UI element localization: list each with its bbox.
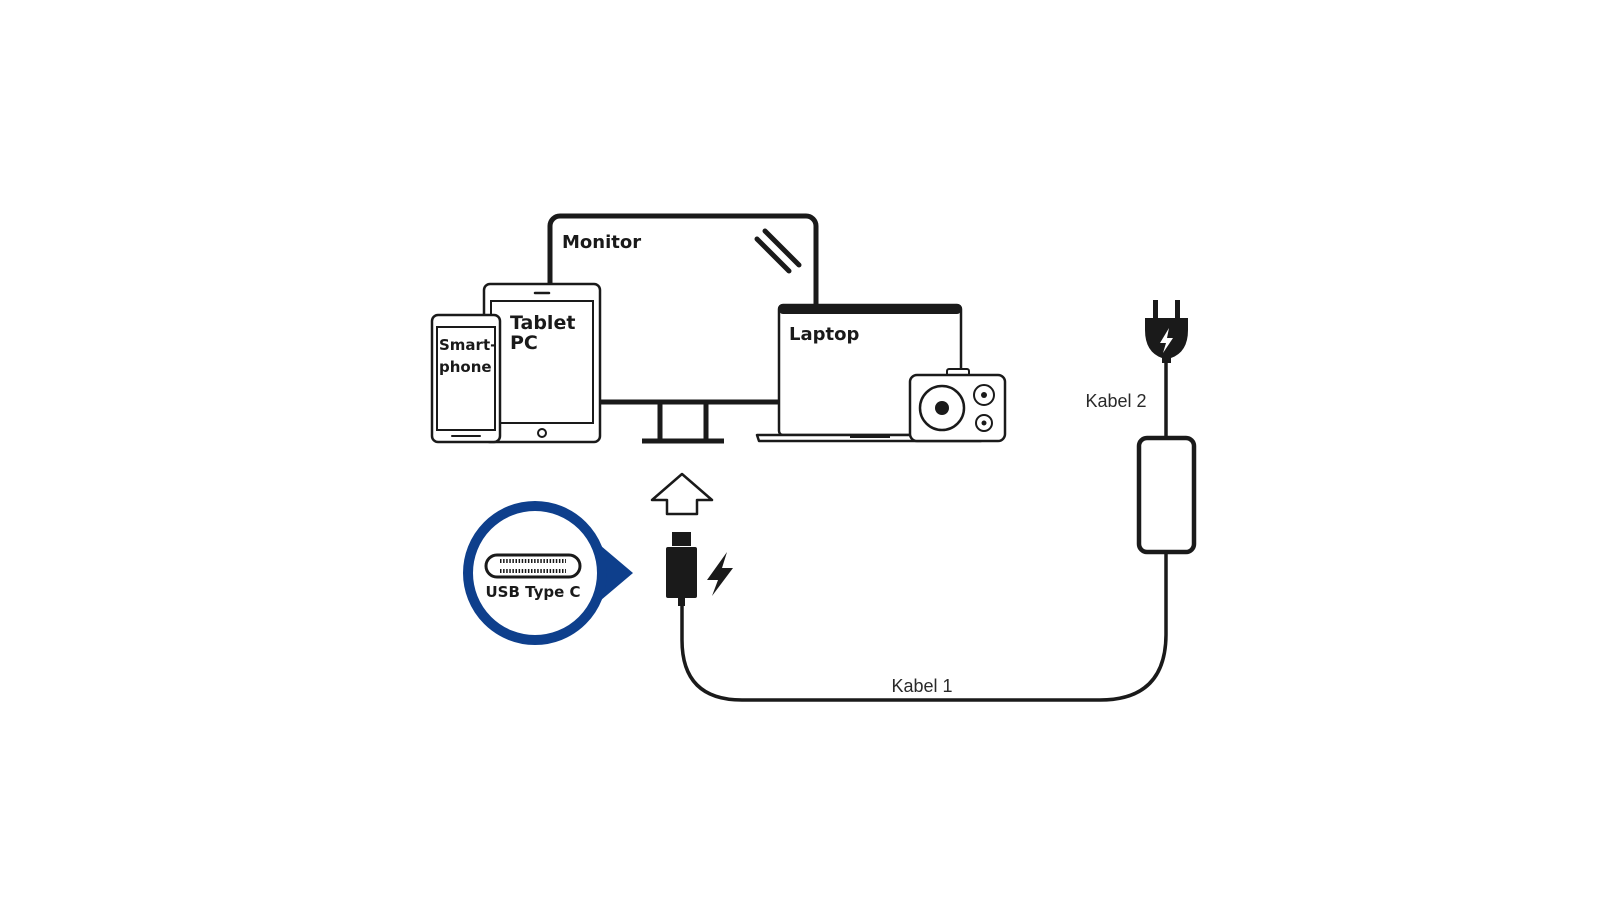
tablet-label-line1: Tablet <box>510 312 575 334</box>
tablet-icon <box>482 282 602 444</box>
power-plug-icon <box>1145 300 1188 363</box>
kabel-1-label: Kabel 1 <box>891 676 952 696</box>
smartphone-icon <box>430 313 502 444</box>
usb-c-connector-icon <box>666 532 697 606</box>
laptop-label: Laptop <box>789 324 859 345</box>
monitor-label: Monitor <box>562 232 641 253</box>
smartphone-label-line2: phone <box>439 358 492 376</box>
usb-c-port-icon <box>484 553 582 579</box>
tablet-label-line2: PC <box>510 332 538 354</box>
kabel-1-cable <box>680 551 1168 702</box>
usb-type-c-label: USB Type C <box>485 583 580 601</box>
camera-icon <box>908 368 1007 443</box>
power-adapter-icon <box>1136 435 1197 555</box>
usb-type-c-badge <box>463 501 633 645</box>
smartphone-label-line1: Smart- <box>439 336 496 354</box>
lightning-icon <box>707 552 733 596</box>
arrow-up-icon <box>650 472 714 516</box>
kabel-2-label: Kabel 2 <box>1085 391 1146 411</box>
